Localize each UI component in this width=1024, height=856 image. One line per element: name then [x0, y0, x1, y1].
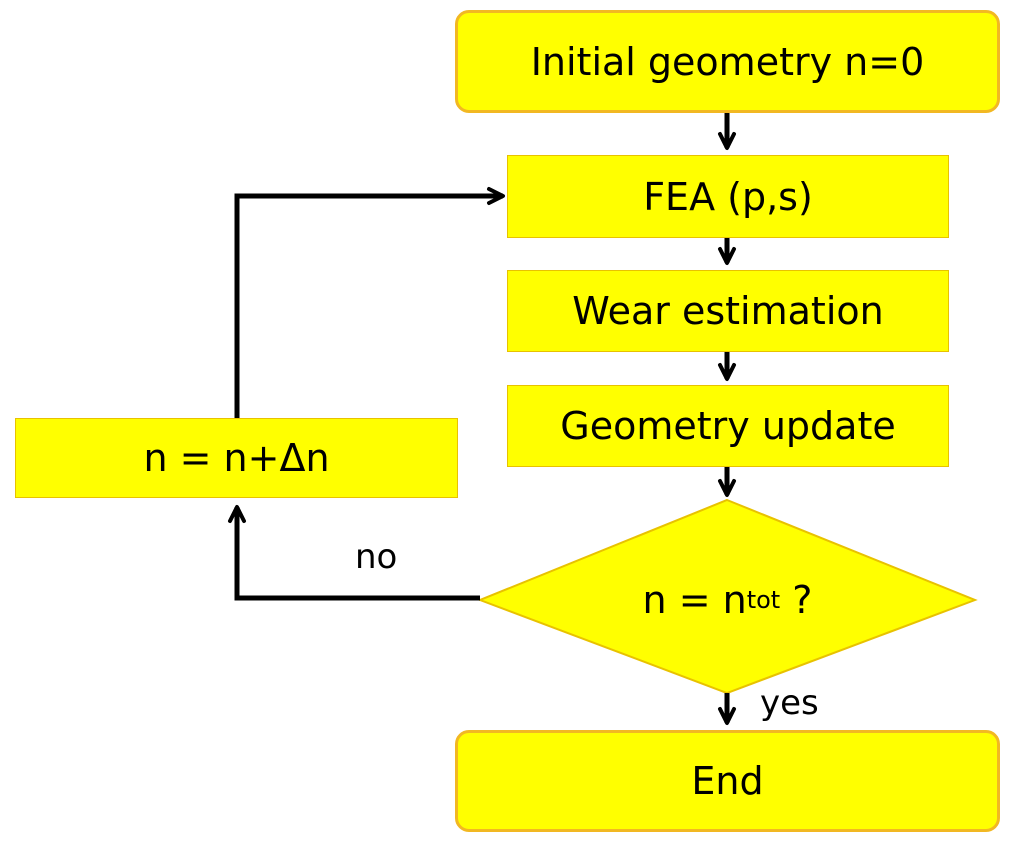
- arrow-no-branch: [228, 505, 480, 601]
- no-label: no: [355, 537, 398, 577]
- decision-suffix: ?: [780, 578, 813, 622]
- geometry-update-node: Geometry update: [507, 385, 949, 467]
- wear-estimation-node: Wear estimation: [507, 270, 949, 352]
- yes-label: yes: [760, 683, 819, 723]
- end-label: End: [691, 759, 764, 803]
- fea-label: FEA (p,s): [643, 174, 813, 219]
- geometry-update-label: Geometry update: [560, 404, 896, 448]
- decision-subscript: tot: [746, 586, 781, 614]
- start-label: Initial geometry n=0: [530, 39, 925, 84]
- increment-label: n = n+Δn: [143, 436, 330, 480]
- end-node: End: [455, 730, 1000, 832]
- wear-estimation-label: Wear estimation: [572, 289, 884, 333]
- fea-node: FEA (p,s): [507, 155, 949, 238]
- decision-prefix: n = n: [642, 578, 747, 622]
- arrow-loop-back: [234, 187, 505, 418]
- start-node: Initial geometry n=0: [455, 10, 1000, 113]
- increment-node: n = n+Δn: [15, 418, 458, 498]
